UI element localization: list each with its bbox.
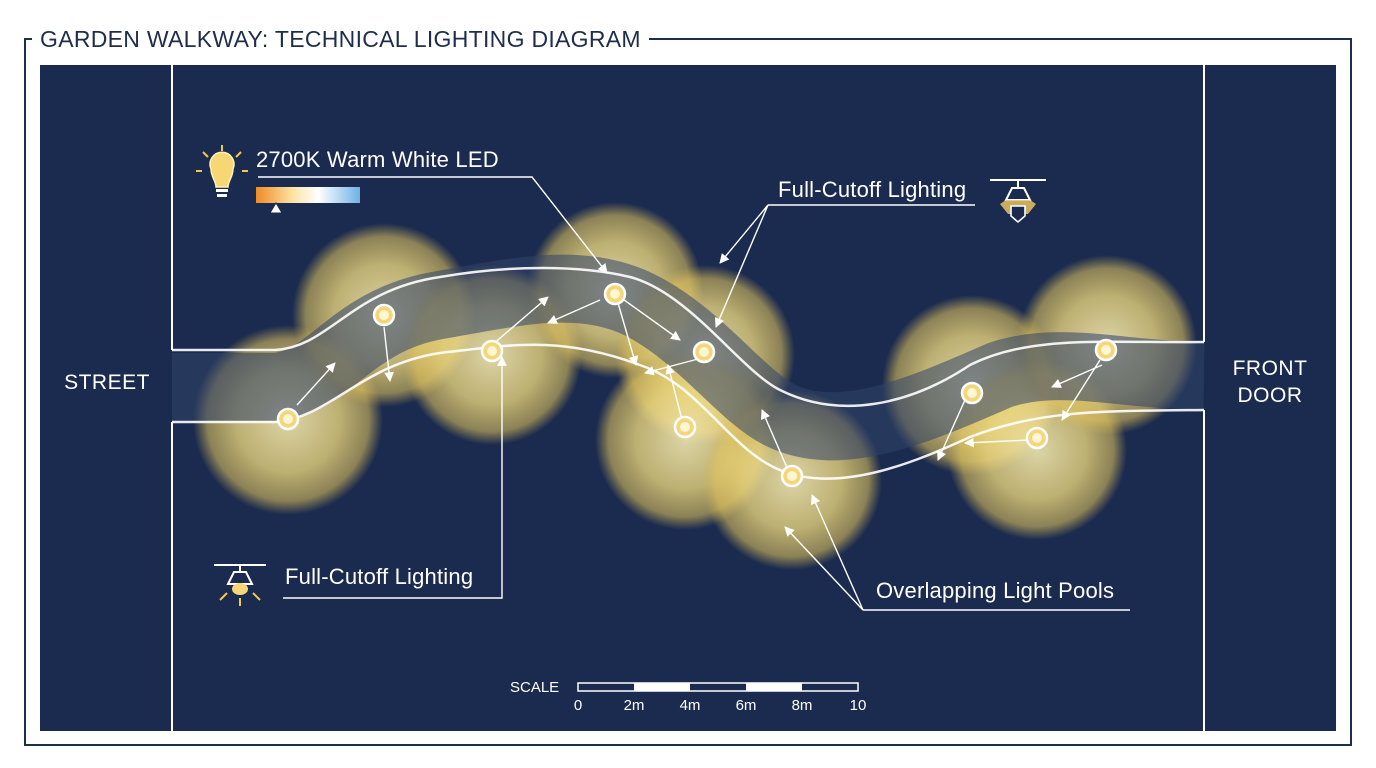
led-leader — [258, 176, 608, 274]
cutoff-top-leader-1 — [719, 204, 769, 264]
fixture — [960, 381, 984, 405]
scale-bar — [577, 682, 859, 692]
walkway-edge-bottom — [172, 343, 1205, 480]
front-door-label-line1: FRONT — [1232, 357, 1308, 380]
scale-tick: 10 — [849, 697, 867, 714]
cutoff-fixture-icon — [214, 564, 266, 606]
diagram-frame — [24, 38, 1352, 746]
walkway — [172, 254, 1205, 480]
scale-tick: 2m — [623, 697, 645, 714]
diagram-panel: STREET FRONT DOOR 2700K Warm White LED F… — [40, 65, 1336, 731]
cutoff-top-callout: Full-Cutoff Lighting — [778, 177, 967, 202]
diagram-title: GARDEN WALKWAY: TECHNICAL LIGHTING DIAGR… — [32, 24, 649, 54]
color-temperature-bar — [256, 187, 360, 203]
scale-label: SCALE — [510, 679, 560, 696]
cutoff-top-leader-2 — [714, 204, 769, 328]
led-callout: 2700K Warm White LED — [256, 147, 499, 172]
fixture — [372, 303, 396, 327]
scale-tick: 4m — [679, 697, 701, 714]
cutoff-fixture-icon — [990, 179, 1046, 224]
callout-leaders — [258, 176, 1130, 611]
cutoff-bottom-leader — [283, 356, 507, 599]
fixture — [1094, 338, 1118, 362]
front-door-label: FRONT DOOR — [1210, 355, 1330, 409]
fixture — [673, 415, 697, 439]
fixtures — [276, 282, 1118, 488]
fixture — [480, 339, 504, 363]
fixture — [603, 282, 627, 306]
pools-callout: Overlapping Light Pools — [876, 578, 1115, 603]
pools-leader-1 — [784, 526, 864, 611]
light-direction-arrows — [296, 296, 1103, 471]
pools-leader-2 — [811, 494, 864, 611]
scale-tick: 0 — [573, 697, 583, 714]
fixture — [780, 464, 804, 488]
lighting-diagram-svg — [171, 65, 1205, 731]
fixture — [692, 340, 716, 364]
temperature-marker-icon — [269, 202, 283, 214]
street-label: STREET — [64, 371, 150, 394]
fixture — [1025, 426, 1049, 450]
cutoff-bottom-callout: Full-Cutoff Lighting — [285, 564, 474, 589]
scale-tick: 6m — [735, 697, 757, 714]
fixture — [276, 407, 300, 431]
walkway-edge-top — [172, 266, 1205, 407]
scale-tick: 8m — [791, 697, 813, 714]
front-door-label-line2: DOOR — [1237, 384, 1303, 407]
light-bulb-icon — [196, 145, 248, 197]
